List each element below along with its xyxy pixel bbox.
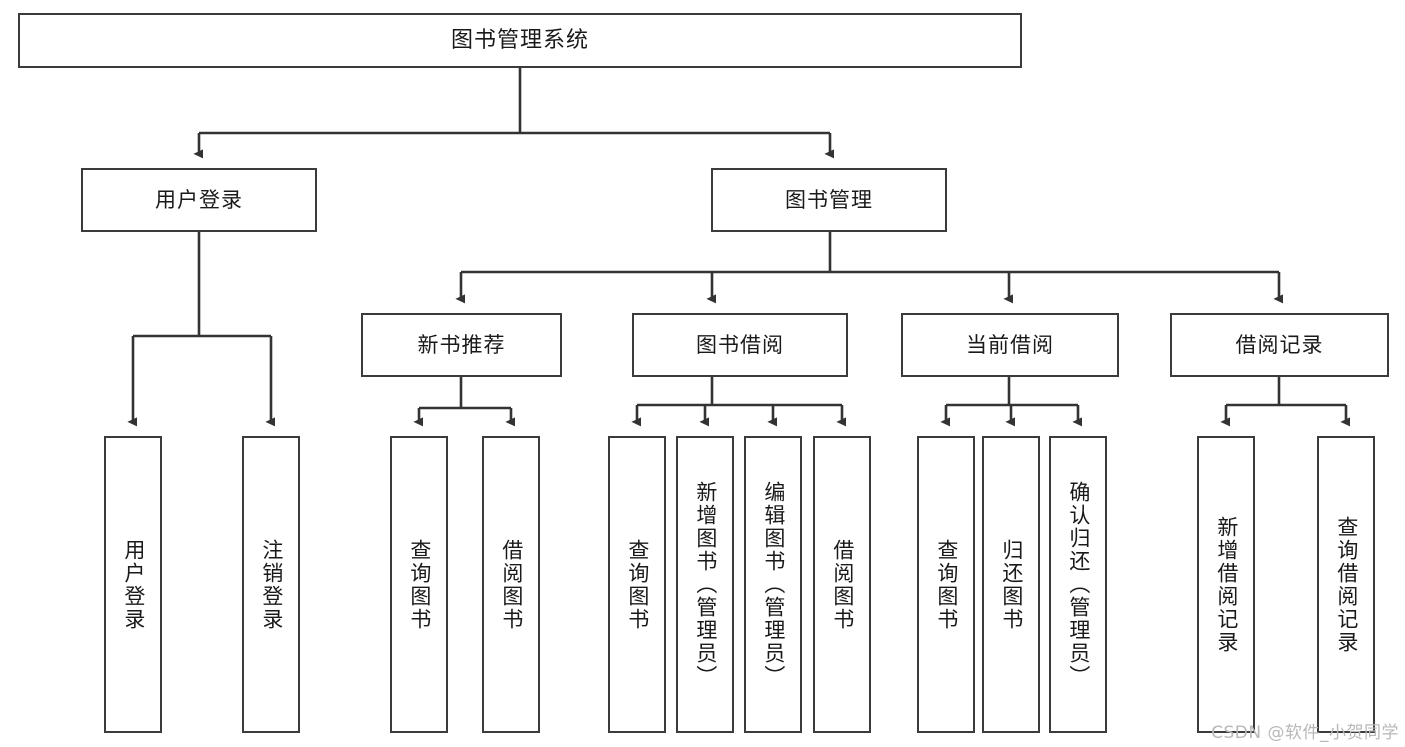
- leaf-label: 注销登录: [259, 538, 284, 631]
- leaf-label: 借阅图书: [499, 538, 524, 631]
- node-book-management[interactable]: 图书管理: [711, 168, 947, 232]
- leaf-current-borrow-0[interactable]: 查询图书: [917, 436, 975, 733]
- leaf-book-borrow-3[interactable]: 借阅图书: [813, 436, 871, 733]
- node-user-login[interactable]: 用户登录: [81, 168, 317, 232]
- leaf-user-login-1[interactable]: 注销登录: [242, 436, 300, 733]
- node-new-book-recommend-label: 新书推荐: [417, 332, 506, 357]
- leaf-label: 借阅图书: [830, 538, 855, 631]
- leaf-label: 归还图书: [999, 538, 1024, 631]
- leaf-label: 用户登录: [121, 538, 146, 631]
- node-new-book-recommend[interactable]: 新书推荐: [361, 313, 562, 377]
- node-borrow-record-label: 借阅记录: [1235, 332, 1324, 357]
- node-root-book-management-system[interactable]: 图书管理系统: [18, 13, 1022, 68]
- leaf-label: 新增借阅记录: [1214, 515, 1239, 654]
- leaf-label: 查询图书: [407, 538, 432, 631]
- leaf-label: 查询图书: [934, 538, 959, 631]
- leaf-borrow-record-0[interactable]: 新增借阅记录: [1197, 436, 1255, 733]
- node-root-label: 图书管理系统: [450, 27, 589, 53]
- leaf-current-borrow-1[interactable]: 归还图书: [982, 436, 1040, 733]
- node-book-management-label: 图书管理: [785, 187, 873, 212]
- leaf-label: 新增图书（管理员）: [693, 481, 718, 688]
- leaf-new-book-recommend-0[interactable]: 查询图书: [390, 436, 448, 733]
- node-user-login-label: 用户登录: [155, 187, 243, 212]
- node-current-borrow[interactable]: 当前借阅: [901, 313, 1119, 377]
- leaf-new-book-recommend-1[interactable]: 借阅图书: [482, 436, 540, 733]
- leaf-label: 确认归还（管理员）: [1066, 481, 1091, 688]
- node-book-borrow-label: 图书借阅: [696, 332, 784, 357]
- leaf-book-borrow-2[interactable]: 编辑图书（管理员）: [744, 436, 802, 733]
- leaf-borrow-record-1[interactable]: 查询借阅记录: [1317, 436, 1375, 733]
- leaf-label: 查询借阅记录: [1334, 515, 1359, 654]
- node-current-borrow-label: 当前借阅: [966, 332, 1054, 357]
- node-book-borrow[interactable]: 图书借阅: [632, 313, 848, 377]
- node-borrow-record[interactable]: 借阅记录: [1170, 313, 1389, 377]
- leaf-user-login-0[interactable]: 用户登录: [104, 436, 162, 733]
- leaf-label: 查询图书: [625, 538, 650, 631]
- leaf-book-borrow-0[interactable]: 查询图书: [608, 436, 666, 733]
- leaf-current-borrow-2[interactable]: 确认归还（管理员）: [1049, 436, 1107, 733]
- leaf-label: 编辑图书（管理员）: [761, 481, 786, 688]
- leaf-book-borrow-1[interactable]: 新增图书（管理员）: [676, 436, 734, 733]
